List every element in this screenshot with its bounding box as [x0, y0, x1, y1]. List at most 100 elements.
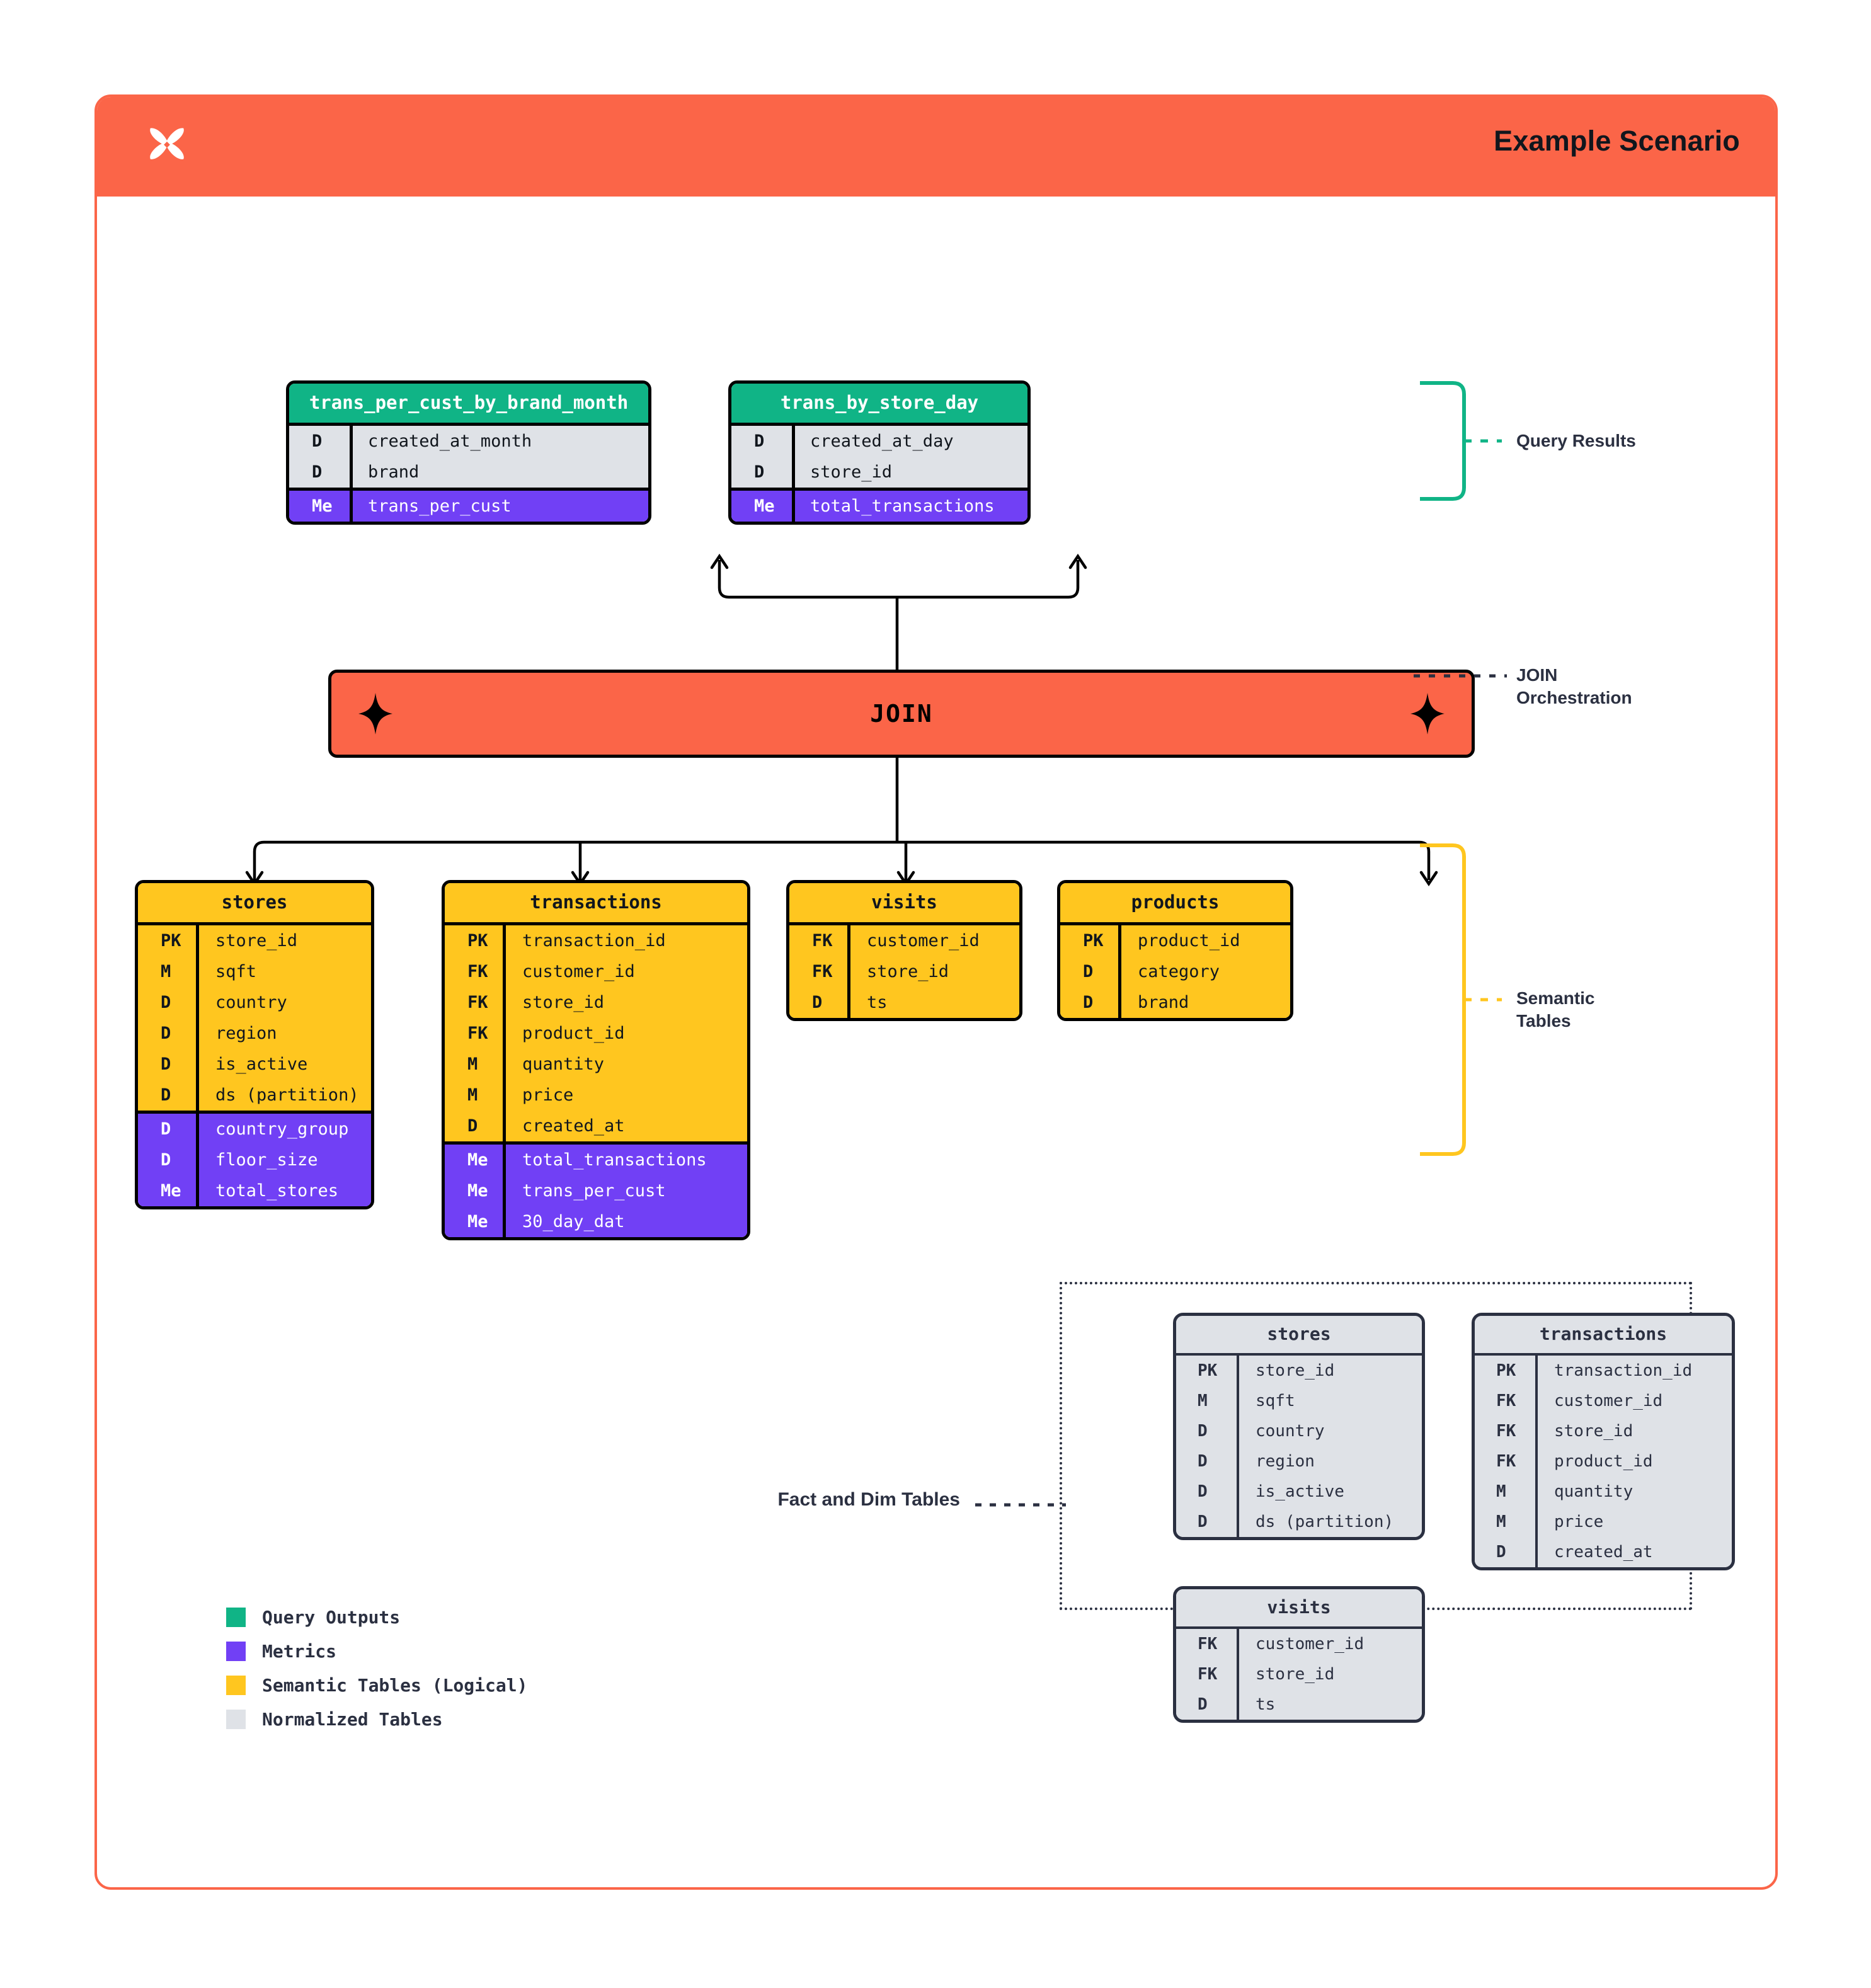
legend-swatch-metrics	[226, 1641, 246, 1661]
legend-item: Normalized Tables	[226, 1702, 527, 1736]
column-field: product_id	[1535, 1446, 1732, 1477]
join-orchestration-bar[interactable]: JOIN	[328, 670, 1475, 758]
column-key: D	[1198, 1452, 1208, 1471]
column-key: D	[1198, 1422, 1208, 1441]
diagram-card: Example Scenario	[94, 94, 1778, 1890]
sparkle-icon	[1410, 693, 1445, 734]
column-key: PK	[1083, 931, 1104, 951]
column-key: D	[1198, 1482, 1208, 1501]
legend-label: Query Outputs	[262, 1606, 401, 1628]
legend-label: Metrics	[262, 1640, 337, 1662]
table-row: Me trans_per_cust	[289, 491, 648, 522]
column-field: store_id	[1535, 1416, 1732, 1446]
column-key: D	[161, 1085, 171, 1105]
annotation-line: Tables	[1516, 1010, 1571, 1031]
column-field: category	[1118, 956, 1290, 987]
query-result-table-trans-by-store-day[interactable]: trans_by_store_day D created_at_day D st…	[728, 380, 1031, 525]
dimension-section: D created_at_month D brand	[289, 423, 648, 488]
table-row: D store_id	[731, 457, 1027, 488]
column-key: Me	[754, 496, 775, 516]
column-key: Me	[312, 496, 333, 516]
column-key: D	[812, 993, 823, 1012]
column-field: brand	[350, 457, 648, 488]
legend-item: Metrics	[226, 1634, 527, 1668]
column-key: Me	[467, 1181, 488, 1201]
table-header: visits	[789, 883, 1019, 922]
column-field: created_at	[503, 1111, 747, 1141]
annotation-semantic-tables: Semantic Tables	[1516, 987, 1595, 1032]
column-key: FK	[467, 962, 488, 981]
table-row: D brand	[289, 457, 648, 488]
query-result-table-trans-per-cust-by-brand-month[interactable]: trans_per_cust_by_brand_month D created_…	[286, 380, 651, 525]
metric-section: Me total_transactions	[731, 488, 1027, 522]
column-key: FK	[1198, 1635, 1218, 1654]
column-field: store_id	[792, 457, 1027, 488]
column-field: floor_size	[196, 1145, 371, 1175]
column-field: price	[1535, 1507, 1732, 1537]
legend-swatch-normalized-tables	[226, 1709, 246, 1729]
annotation-query-results: Query Results	[1516, 431, 1636, 450]
table-row: Me total_transactions	[731, 491, 1027, 522]
column-field: sqft	[196, 956, 371, 987]
column-field: store_id	[1237, 1356, 1422, 1386]
column-key: D	[1198, 1512, 1208, 1531]
column-key: D	[161, 993, 171, 1012]
column-key: FK	[1496, 1452, 1516, 1471]
column-key: D	[161, 1150, 171, 1170]
column-key: M	[467, 1085, 478, 1105]
column-key: FK	[1198, 1665, 1218, 1684]
legend-label: Normalized Tables	[262, 1708, 443, 1730]
column-field: customer_id	[503, 956, 747, 987]
table-header: visits	[1176, 1589, 1422, 1626]
column-field: country_group	[196, 1114, 371, 1145]
page-title: Example Scenario	[1494, 125, 1740, 157]
annotation-fact-and-dim-tables: Fact and Dim Tables	[777, 1489, 960, 1510]
table-row: FK store_id	[1475, 1416, 1732, 1446]
column-field: total_transactions	[503, 1145, 747, 1175]
column-key: PK	[161, 931, 181, 951]
sparkle-icon	[358, 693, 392, 734]
column-key: D	[161, 1119, 171, 1139]
column-field: sqft	[1237, 1386, 1422, 1416]
column-field: transaction_id	[503, 925, 747, 956]
column-key: D	[1496, 1543, 1506, 1562]
annotation-line: Orchestration	[1516, 687, 1632, 707]
column-field: quantity	[1535, 1477, 1732, 1507]
table-row: FK customer_id	[445, 956, 747, 987]
column-key: FK	[812, 962, 833, 981]
column-key: FK	[1496, 1422, 1516, 1441]
column-key: M	[467, 1054, 478, 1074]
legend-swatch-query-outputs	[226, 1607, 246, 1627]
column-key: PK	[1496, 1361, 1516, 1380]
column-key: D	[467, 1116, 478, 1136]
join-label: JOIN	[870, 700, 933, 728]
table-row: D created_at_month	[289, 426, 648, 457]
column-field: ds (partition)	[1237, 1507, 1422, 1537]
